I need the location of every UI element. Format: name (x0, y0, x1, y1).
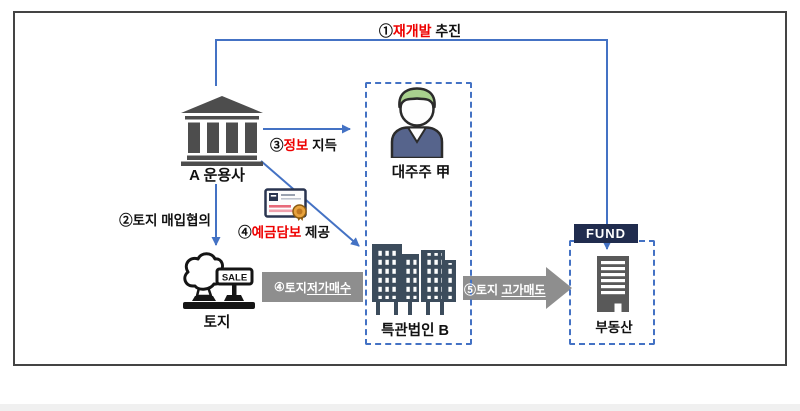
certificate-icon (264, 188, 307, 221)
step-number-3: ③ (270, 138, 284, 153)
edge-label-purchase-consult-text: 토지 매입협의 (132, 213, 211, 228)
bottom-shade (0, 404, 800, 411)
tree-sale-icon: SALE (183, 252, 255, 309)
bank-icon (181, 96, 263, 166)
step-number-2: ② (119, 213, 133, 228)
high-sell-pre: 토지 (476, 283, 502, 297)
node-label-real-estate: 부동산 (595, 320, 633, 335)
low-buy-underlined: 저가매수 (306, 280, 352, 295)
edge-label-collateral: ④예금담보 제공 (229, 221, 339, 241)
step-number-4b: ④ (273, 280, 285, 294)
edge-label-info-black: 지득 (308, 138, 337, 153)
edge-label-purchase-consult: ②토지 매입협의 (110, 209, 220, 229)
step-number-4a: ④ (238, 225, 252, 240)
fund-tag: FUND (574, 224, 638, 243)
edge-label-info: ③정보 지득 (270, 134, 337, 154)
node-label-spc: 특관법인 B (381, 323, 449, 339)
node-label-manager: A 운용사 (189, 167, 245, 184)
sale-sign-text: SALE (222, 273, 247, 284)
edge-label-redevelopment-red: 재개발 (392, 23, 432, 39)
low-buy-pre: 토지 (284, 280, 307, 295)
step-number-5: ⑤ (464, 283, 477, 297)
office-building-icon (597, 256, 629, 312)
step-number-1: ① (378, 23, 393, 39)
buildings-icon (372, 244, 456, 315)
node-label-land: 토지 (203, 315, 231, 331)
redevelopment-arrow (215, 39, 612, 250)
edge-label-collateral-red: 예금담보 (251, 225, 302, 240)
node-label-shareholder: 대주주 甲 (391, 165, 451, 181)
edge-label-collateral-black: 제공 (301, 225, 330, 240)
edge-label-redevelopment-black: 추진 (431, 23, 462, 39)
edge-label-redevelopment: ①재개발 추진 (345, 21, 495, 41)
high-sell-label: ⑤토지 고가매도 (464, 281, 564, 298)
high-sell-underlined: 고가매도 (501, 283, 546, 297)
person-icon (390, 87, 444, 158)
edge-label-info-red: 정보 (283, 138, 309, 153)
high-sell-block-arrow (463, 267, 572, 309)
collateral-arrow (260, 160, 360, 247)
related-parties-box (365, 82, 472, 345)
diagram-border (13, 11, 787, 366)
